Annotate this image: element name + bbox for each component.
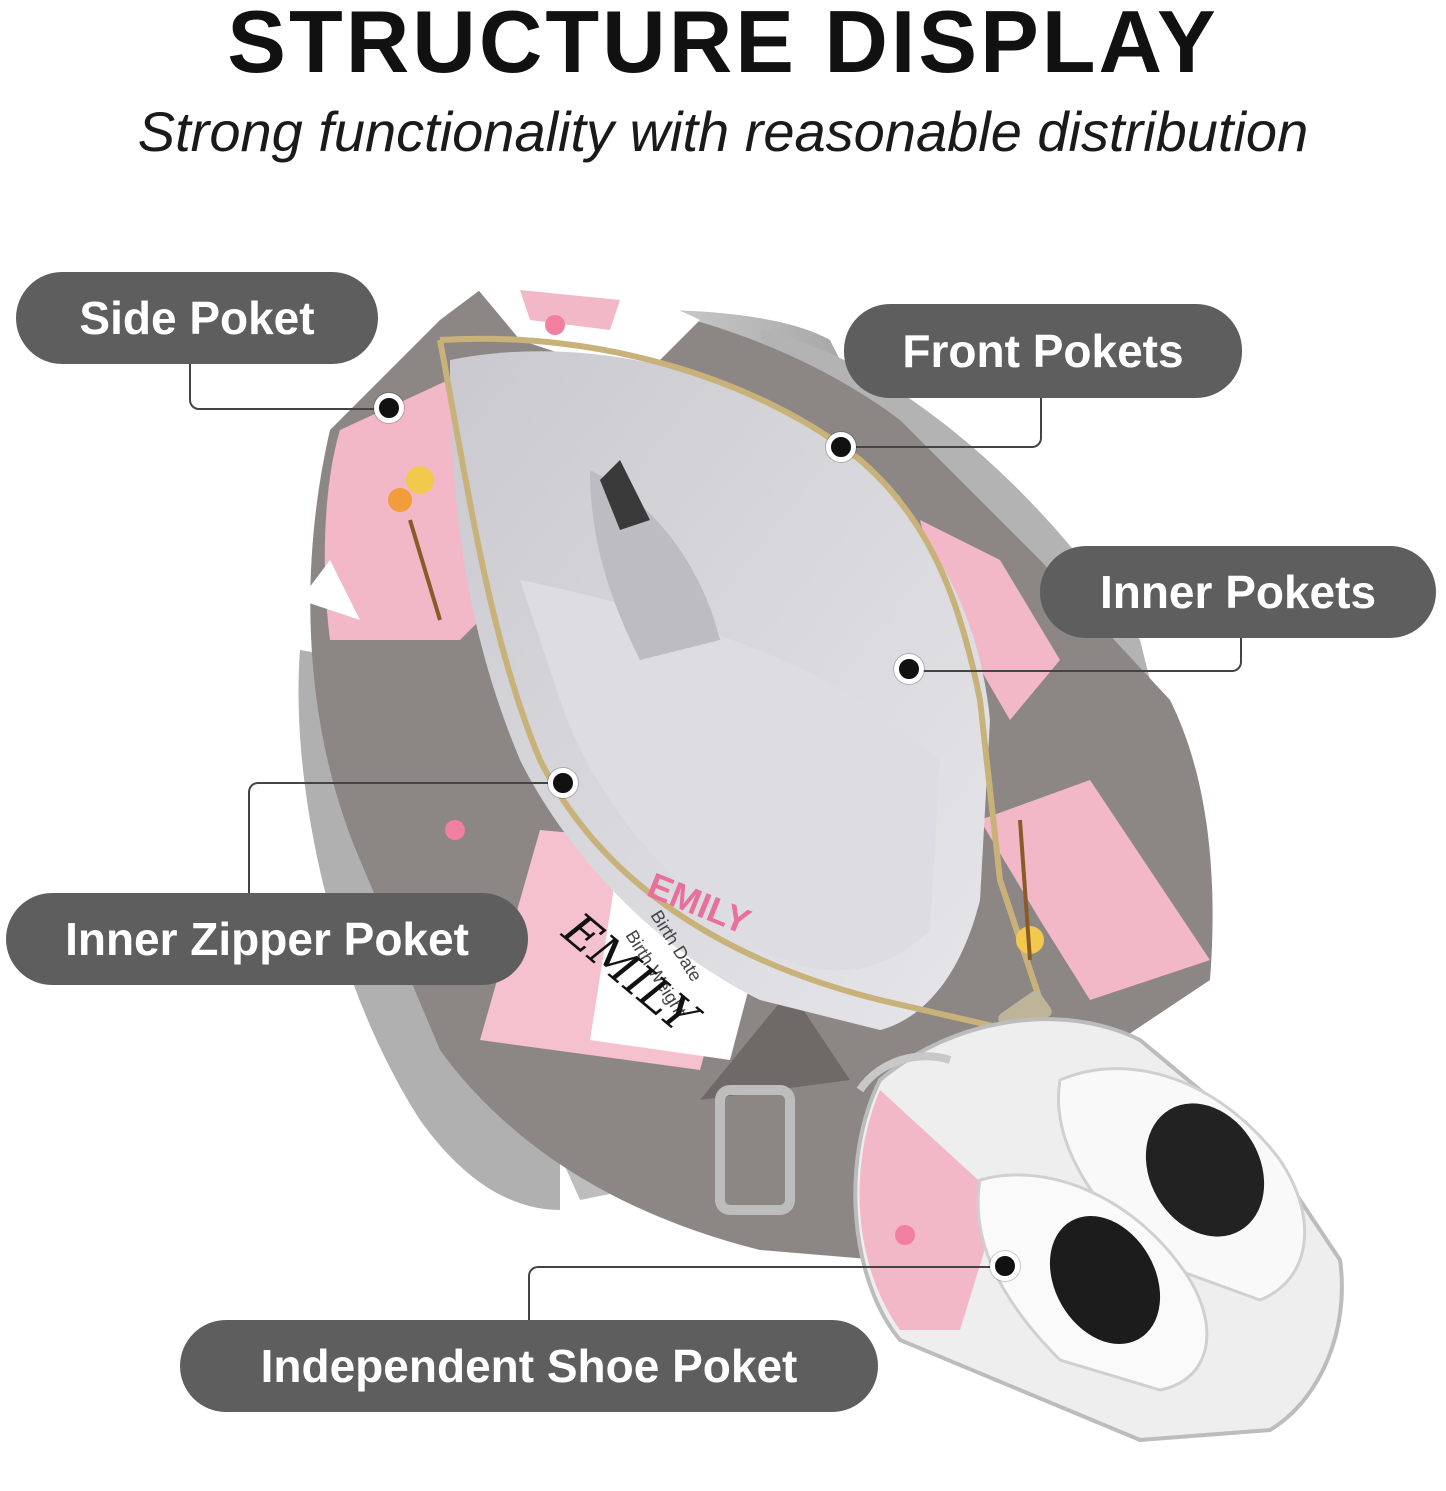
sneakers (976, 1067, 1307, 1392)
leader-front-pockets (842, 398, 1042, 448)
callout-front-pockets: Front Pokets (844, 304, 1242, 398)
floral-print (388, 315, 1044, 1245)
strap-hardware (715, 1052, 952, 1215)
leader-inner-pockets (910, 638, 1242, 672)
callout-inner-zipper-pocket: Inner Zipper Poket (6, 893, 528, 985)
marker-inner-zipper-pocket (548, 768, 578, 798)
bag-interior-lining (450, 351, 990, 1030)
leader-shoe-pocket (528, 1266, 1006, 1320)
callout-shoe-pocket: Independent Shoe Poket (180, 1320, 878, 1412)
marker-inner-pockets (894, 654, 924, 684)
marker-shoe-pocket (990, 1251, 1020, 1281)
marker-front-pockets (826, 432, 856, 462)
page-title: STRUCTURE DISPLAY (227, 0, 1219, 91)
callout-side-pocket: Side Poket (16, 272, 378, 364)
leader-inner-zipper-pocket (248, 782, 564, 893)
callout-inner-pockets: Inner Pokets (1040, 546, 1436, 638)
page-subtitle: Strong functionality with reasonable dis… (137, 100, 1309, 163)
marker-side-pocket (374, 393, 404, 423)
leader-side-pocket (189, 364, 389, 410)
